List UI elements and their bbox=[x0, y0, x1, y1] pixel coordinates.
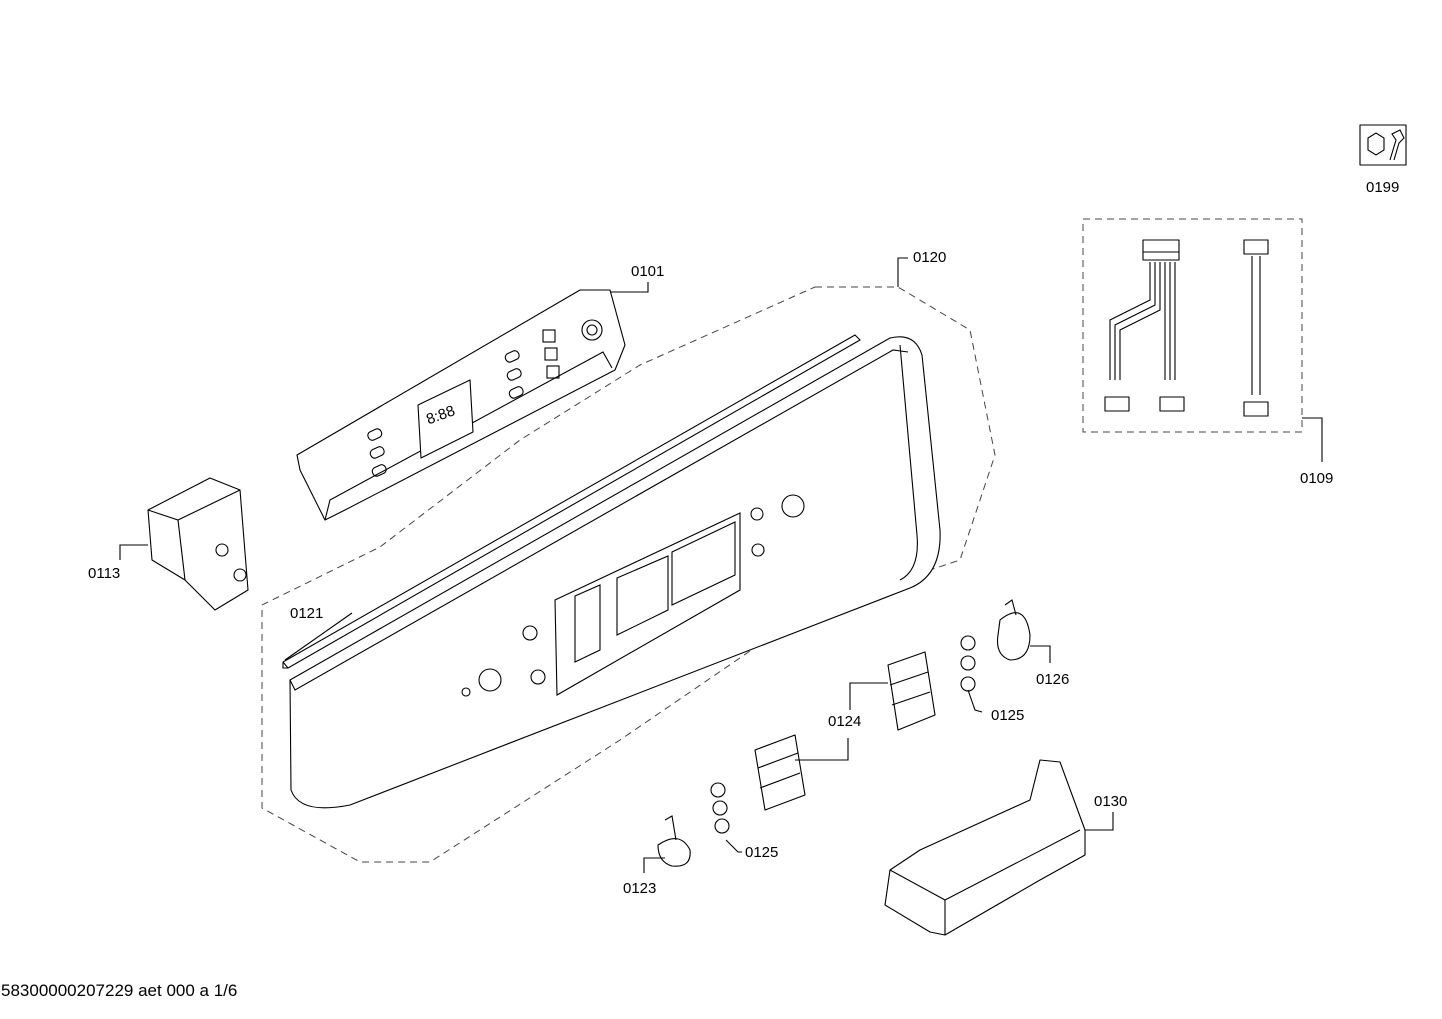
leader-lines bbox=[119, 257, 1323, 873]
knob-0123 bbox=[657, 815, 691, 867]
assembly-outline-0120 bbox=[261, 286, 996, 863]
label-0125-upper: 0125 bbox=[991, 707, 1024, 724]
knob-0126 bbox=[996, 599, 1031, 661]
label-0109: 0109 bbox=[1300, 470, 1333, 487]
label-0124: 0124 bbox=[828, 713, 861, 730]
label-0101: 0101 bbox=[631, 263, 664, 280]
control-panel-fascia bbox=[289, 336, 941, 809]
buttons-0125-upper bbox=[960, 635, 976, 692]
label-0199: 0199 bbox=[1366, 179, 1399, 196]
label-0130: 0130 bbox=[1094, 793, 1127, 810]
label-0125-lower: 0125 bbox=[745, 844, 778, 861]
label-0121: 0121 bbox=[290, 605, 323, 622]
rocker-block-0124-upper bbox=[887, 651, 936, 731]
label-0113: 0113 bbox=[88, 565, 120, 582]
rocker-block-0124-lower bbox=[754, 734, 806, 811]
trim-strip-0121 bbox=[282, 334, 861, 669]
electronic-module-0101: 8:88 bbox=[296, 289, 626, 521]
document-footer: 58300000207229 aet 000 a 1/6 bbox=[1, 981, 238, 1000]
mounting-bracket-0130 bbox=[884, 759, 1086, 936]
label-0120: 0120 bbox=[913, 249, 946, 266]
label-0126: 0126 bbox=[1036, 671, 1069, 688]
service-tool-icon bbox=[1359, 124, 1407, 166]
bracket-part-0113 bbox=[147, 477, 249, 611]
cable-harness-0109 bbox=[1082, 218, 1303, 433]
label-0123: 0123 bbox=[623, 880, 656, 897]
buttons-0125-lower bbox=[710, 782, 730, 834]
